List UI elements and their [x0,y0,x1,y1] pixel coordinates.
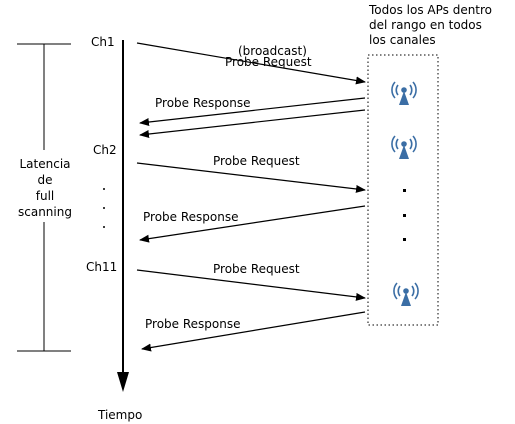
aps-caption: Todos los APs dentro del rango en todos … [369,3,492,48]
probe-request-label-1-broadcast: (broadcast) [238,44,307,58]
probe-response-arrow-1b [139,109,366,138]
probe-response-label-1: Probe Response [155,96,250,110]
channel-label-ch11: Ch11 [86,260,117,274]
channel-label-ch1: Ch1 [91,35,115,49]
latency-label-line1: Latencia [19,157,71,171]
latency-label-line4: scanning [18,205,72,219]
aps-box [367,54,439,326]
probe-request-arrow-ch2 [136,162,366,193]
probe-request-arrow-ch1 [136,42,366,85]
probe-response-arrow-3 [141,311,366,352]
ap-ellipsis [403,189,406,241]
latency-bracket [17,43,71,352]
channel-ellipsis [103,188,105,228]
time-axis-label: Tiempo [97,408,142,422]
probe-request-label-2: Probe Request [213,154,300,168]
probe-request-label-3: Probe Request [213,262,300,276]
latency-label-line2: de [37,173,53,187]
probe-response-arrow-1a [139,97,366,126]
probe-response-label-2: Probe Response [143,210,238,224]
channel-label-ch2: Ch2 [93,143,117,157]
probe-request-label-1: Probe Request [225,55,312,69]
probe-response-arrow-2 [139,205,366,243]
wireless-access-point-icon [393,282,419,307]
probe-request-arrow-ch11 [136,269,366,301]
wireless-access-point-icon [391,135,417,160]
latency-label: Latencia de full scanning [9,156,81,220]
wireless-access-point-icon [391,81,417,106]
aps-caption-line1: Todos los APs dentro [369,3,493,17]
aps-caption-line3: los canales [369,33,436,47]
latency-label-line3: full [35,189,55,203]
time-axis [117,40,129,392]
aps-caption-line2: del rango en todos [369,18,482,32]
probe-response-label-3: Probe Response [145,317,240,331]
